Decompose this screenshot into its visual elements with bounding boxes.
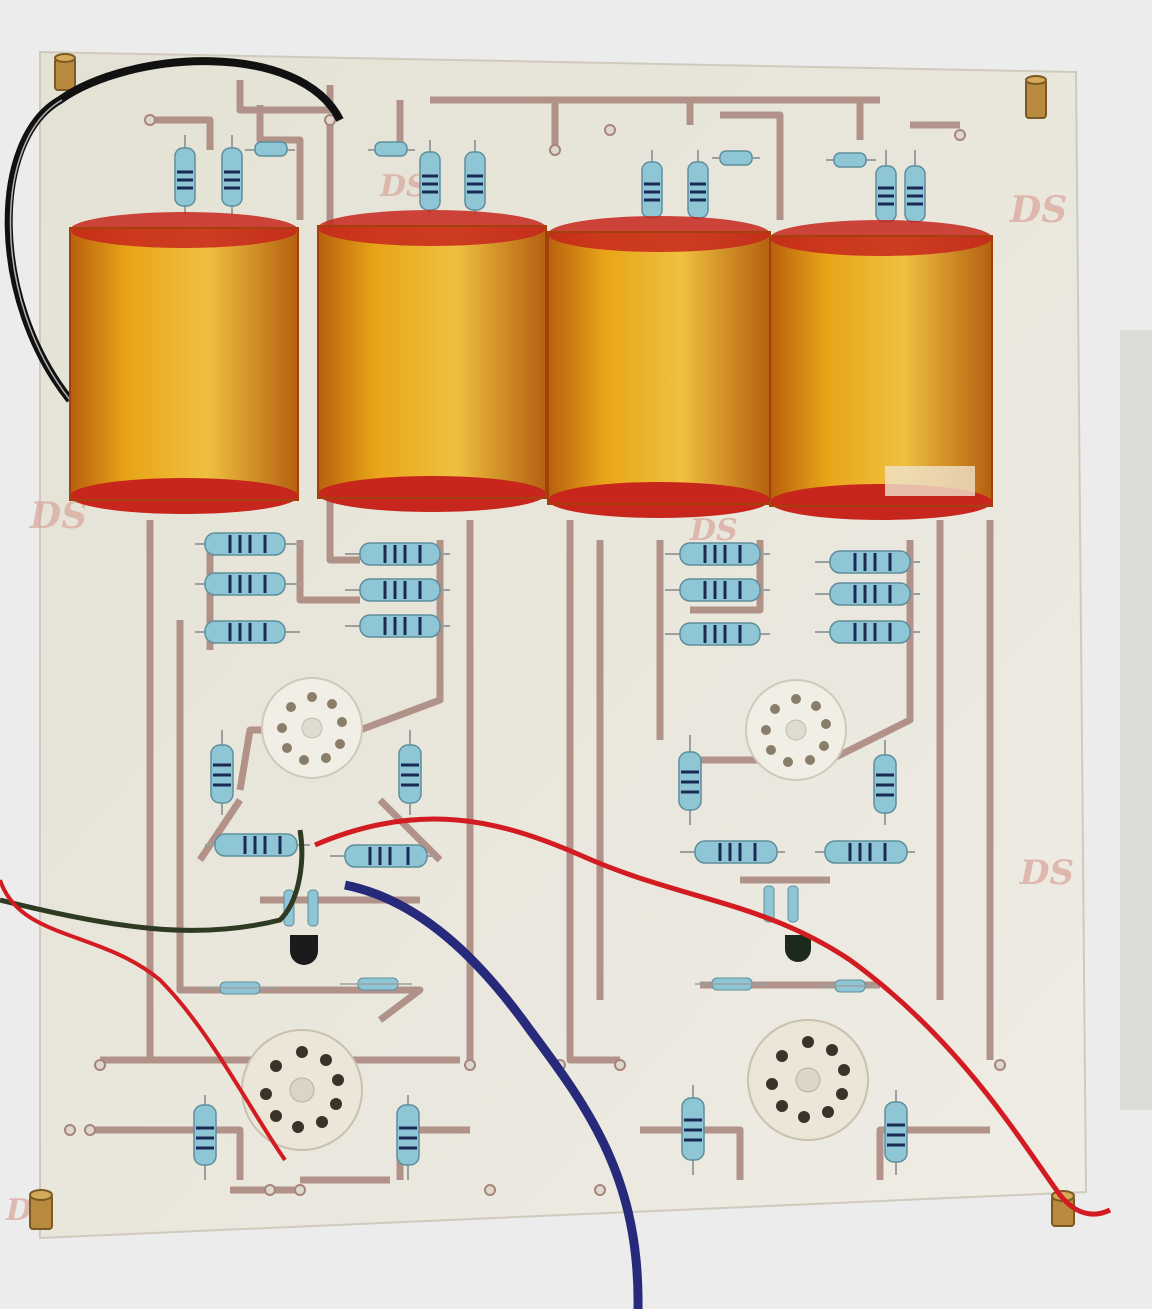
upper-tube-sockets — [261, 677, 847, 781]
black-wire — [4, 57, 344, 403]
lower-resistors — [193, 1085, 908, 1180]
film-capacitors — [69, 210, 993, 520]
blue-wire — [344, 880, 643, 1309]
svg-text:DS: DS — [689, 513, 738, 548]
top-resistors — [174, 135, 926, 223]
red-wire-main — [314, 816, 1112, 1217]
green-wire — [0, 829, 305, 933]
svg-text:DS: DS — [1019, 853, 1074, 893]
lower-tube-sockets — [241, 1019, 869, 1151]
svg-text:DS: DS — [1009, 189, 1067, 231]
brass-standoffs — [29, 53, 1075, 1230]
capacitor-2 — [317, 210, 547, 512]
capacitor-4 — [769, 220, 993, 520]
black-wire-highlight — [9, 99, 71, 401]
transistor-left — [290, 935, 318, 965]
pcb-pads — [64, 114, 1006, 1196]
capacitor-3 — [547, 216, 771, 518]
background-equipment — [1120, 330, 1152, 1110]
small-parts — [200, 885, 880, 995]
resistor-banks — [195, 532, 920, 646]
tube-socket-lower-right — [747, 1019, 869, 1141]
tube-socket-lower-left — [241, 1029, 363, 1151]
tube-socket-upper-left — [261, 677, 363, 779]
transistor-right — [785, 935, 811, 962]
capacitor-1 — [69, 212, 299, 514]
red-wire-left — [0, 879, 287, 1162]
socket-resistors — [205, 730, 915, 868]
tube-socket-upper-right — [745, 679, 847, 781]
